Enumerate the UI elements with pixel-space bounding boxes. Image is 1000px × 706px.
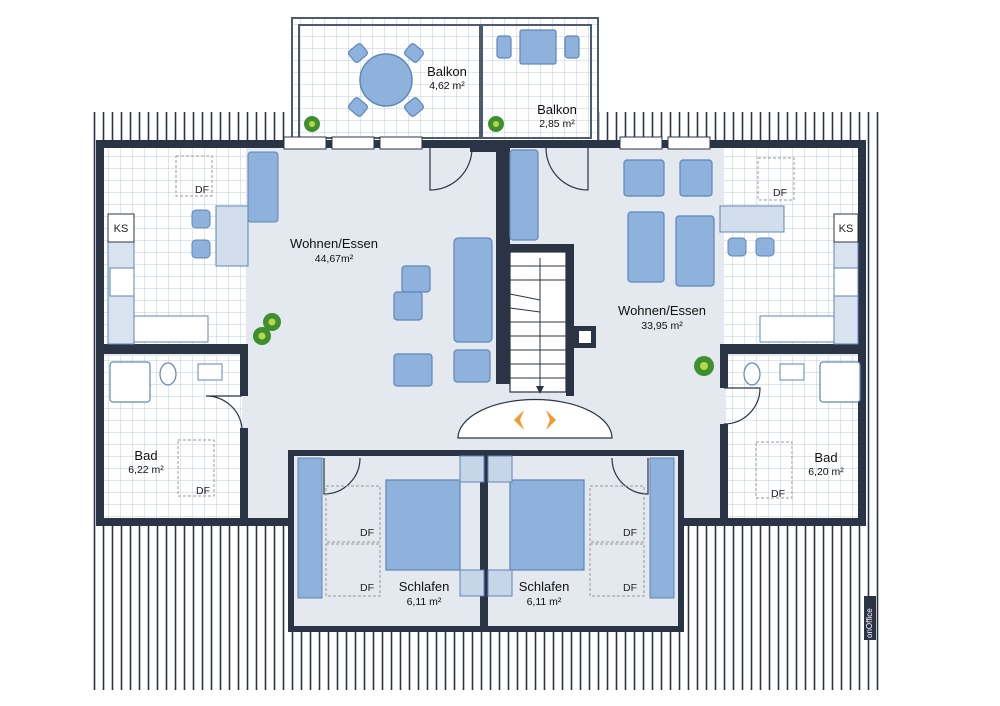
bad-left-area: 6,22 m² [128, 464, 164, 476]
bed-left [385, 479, 461, 571]
schlafen-right-area: 6,11 m² [527, 596, 562, 608]
sink-right [759, 315, 835, 343]
schlafen-left-area: 6,11 m² [407, 596, 442, 608]
dining-counter-right [719, 205, 785, 233]
df-label-kitchen-left: DF [195, 184, 209, 196]
schlafen-right-name: Schlafen [519, 579, 570, 594]
balconies [291, 17, 599, 145]
df-label-bed-left-2: DF [360, 582, 374, 594]
bathroom-left-fixtures [109, 361, 223, 497]
toilet-left [159, 362, 177, 386]
sideboard-left [247, 151, 279, 223]
skylight-bath-left [177, 439, 215, 497]
brand-badge [864, 596, 876, 640]
roof-area [88, 112, 882, 690]
df-label-kitchen-right: DF [773, 187, 787, 199]
wohnen-left-name: Wohnen/Essen [290, 236, 378, 251]
wohnen-right-area: 33,95 m² [641, 320, 683, 332]
fridge-ks-right [833, 213, 859, 243]
balkon-left-area: 4,62 m² [429, 80, 465, 92]
shower-right [819, 361, 861, 403]
balkon-right-area: 2,85 m² [539, 118, 575, 130]
schlafen-left-name: Schlafen [399, 579, 450, 594]
roof-bottom-right [680, 522, 880, 690]
balkon-left-name: Balkon [427, 64, 467, 79]
windows-top [283, 136, 711, 150]
bathroom-right-fixtures [743, 361, 861, 499]
wardrobe-right [649, 457, 675, 599]
bed-right [509, 479, 585, 571]
dining-counter-left [215, 205, 249, 267]
roof-bottom-left [92, 522, 290, 690]
bad-right-name: Bad [814, 450, 837, 465]
kitchen-left [107, 151, 279, 345]
bedroom-furniture [297, 455, 675, 599]
wohnen-right-name: Wohnen/Essen [618, 303, 706, 318]
living-right-furniture [509, 149, 715, 287]
entrance-arrows-icon [514, 410, 556, 430]
bad-right-area: 6,20 m² [808, 466, 844, 478]
washbasin-right [779, 363, 805, 381]
fridge-ks-left [107, 213, 135, 243]
balcony-right-rail [481, 24, 592, 139]
ks-label-right: KS [839, 223, 854, 235]
df-label-bath-left: DF [196, 485, 210, 497]
balcony-table-set-right [496, 29, 580, 65]
df-label-bed-left-1: DF [360, 527, 374, 539]
skylight-right-kitchen [757, 157, 795, 201]
toilet-right [743, 362, 761, 386]
balkon-right-name: Balkon [537, 102, 577, 117]
roof-bottom-center [290, 626, 680, 690]
brand-logo: onOffice [865, 608, 874, 638]
wardrobe-left [297, 457, 323, 599]
living-left-furniture [393, 237, 493, 387]
skylight-bath-right [755, 441, 793, 499]
ks-label-left: KS [114, 223, 129, 235]
stove-right [833, 267, 859, 297]
df-label-bath-right: DF [771, 488, 785, 500]
roof-strip-right [866, 112, 882, 532]
bad-left-name: Bad [134, 448, 157, 463]
chimney-opening [579, 331, 591, 343]
sink-left [133, 315, 209, 343]
shower-left [109, 361, 151, 403]
staircase-icon [509, 251, 567, 394]
stove-left [109, 267, 135, 297]
balcony-table-set [347, 43, 425, 117]
plant-highlight [258, 121, 708, 370]
kitchen-right [719, 157, 859, 345]
washbasin-left [197, 363, 223, 381]
df-label-bed-right-1: DF [623, 527, 637, 539]
wohnen-left-area: 44,67m² [315, 253, 354, 265]
df-label-bed-right-2: DF [623, 582, 637, 594]
skylight-left-kitchen [175, 155, 213, 197]
